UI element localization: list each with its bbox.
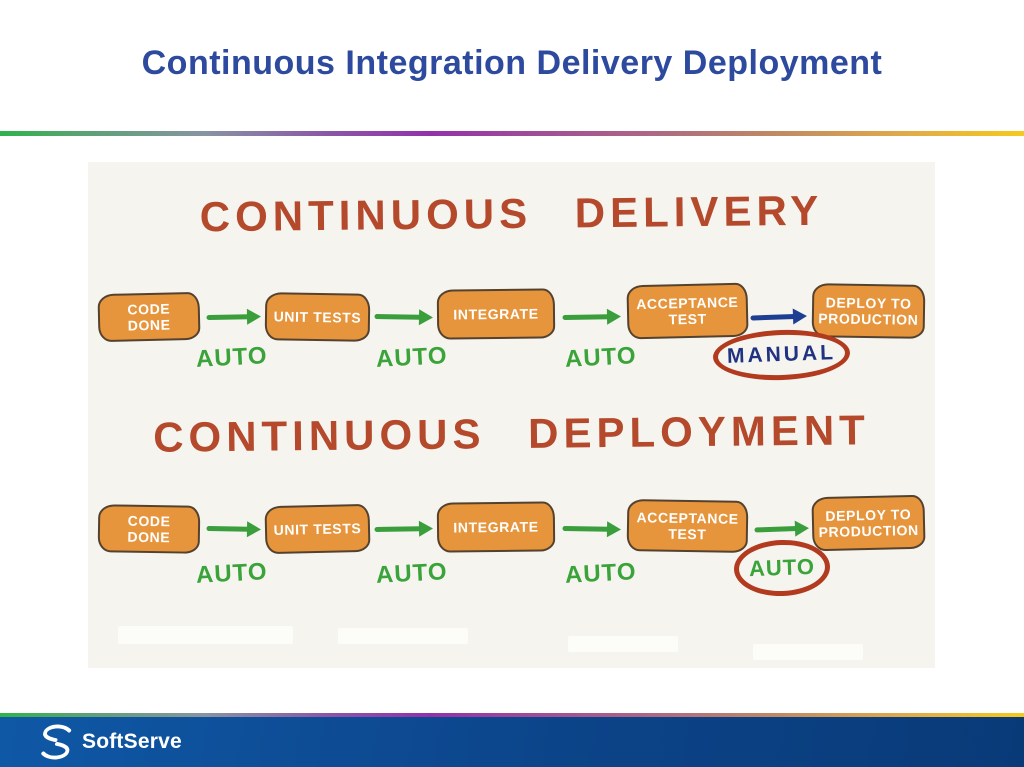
step-box-unit-tests: UNIT TESTS <box>264 292 371 342</box>
arrow-icon <box>562 308 621 325</box>
step-box-acceptance-test: ACCEPTANCE TEST <box>626 282 749 340</box>
arrow-icon <box>206 308 261 325</box>
slide-title: Continuous Integration Delivery Deployme… <box>141 44 883 82</box>
ghost-mark <box>753 644 863 660</box>
brand-name: SoftServe <box>82 730 182 753</box>
ghost-mark <box>568 636 678 652</box>
arrow-icon <box>374 309 433 326</box>
auto-label: AUTO <box>564 558 638 589</box>
arrow-icon <box>562 521 621 538</box>
step-box-code-done: CODE DONE <box>97 291 201 343</box>
manual-label: MANUAL <box>726 341 837 368</box>
pipeline-diagram: CONTINUOUS DELIVERY CODE DONE UNIT TESTS… <box>88 162 935 668</box>
auto-circle: AUTO <box>733 538 831 598</box>
step-box-deploy-to-production: DEPLOY TO PRODUCTION <box>811 283 926 339</box>
step-box-unit-tests: UNIT TESTS <box>264 503 371 555</box>
auto-label: AUTO <box>375 558 449 589</box>
continuous-delivery-heading: CONTINUOUS DELIVERY <box>199 186 824 241</box>
ghost-mark <box>338 628 468 644</box>
footer-bar: SoftServe <box>0 717 1024 767</box>
arrow-icon <box>374 520 433 537</box>
auto-label: AUTO <box>195 342 269 373</box>
auto-label: AUTO <box>375 342 449 373</box>
continuous-deployment-heading: CONTINUOUS DEPLOYMENT <box>152 406 871 461</box>
softserve-logo: SoftServe <box>38 723 182 761</box>
auto-circled-label: AUTO <box>748 553 816 582</box>
auto-label: AUTO <box>564 342 638 373</box>
auto-label: AUTO <box>195 558 269 589</box>
step-box-code-done: CODE DONE <box>97 504 201 554</box>
manual-arrow-icon <box>750 308 807 325</box>
softserve-s-icon <box>41 724 72 760</box>
ghost-mark <box>118 626 293 644</box>
step-box-integrate: INTEGRATE <box>436 501 556 553</box>
arrow-icon <box>754 520 809 537</box>
arrow-icon <box>206 521 261 538</box>
step-box-deploy-to-production: DEPLOY TO PRODUCTION <box>811 494 926 552</box>
title-divider-gradient <box>0 131 1024 136</box>
footer-divider-gradient <box>0 713 1024 717</box>
step-box-integrate: INTEGRATE <box>436 288 556 340</box>
step-box-acceptance-test: ACCEPTANCE TEST <box>626 499 749 553</box>
